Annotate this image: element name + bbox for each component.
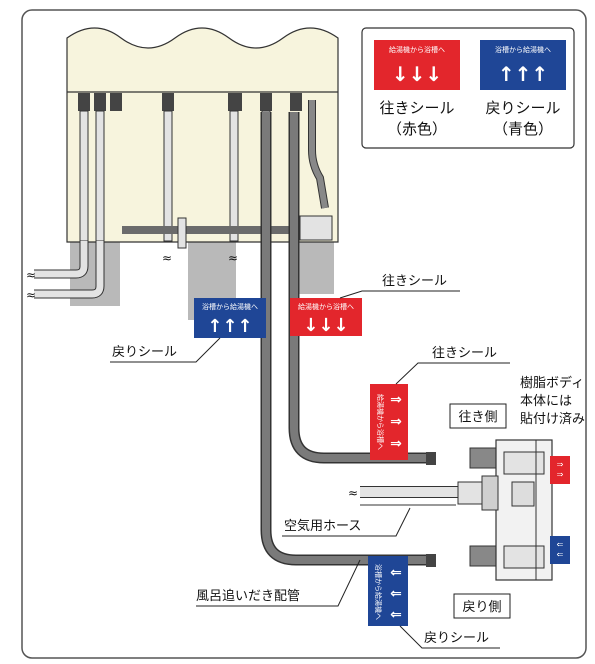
label-outgoing-seal-mid: 往きシール <box>432 346 497 361</box>
break-mark-4: ≈ <box>228 251 238 265</box>
legend-red-tag <box>374 40 460 90</box>
pipe-fitting-outgoing <box>426 452 436 465</box>
label-return-side: 戻り側 <box>462 600 501 615</box>
callout-lines <box>110 290 510 649</box>
return-side-box <box>453 593 511 619</box>
legend-return-title: 戻りシール <box>485 99 560 117</box>
outgoing-side-box <box>449 403 507 429</box>
legend-red-tag-text: 給湯機から浴槽へ <box>389 45 445 54</box>
svg-text:⇒: ⇒ <box>557 470 564 479</box>
legend-return-sub: （青色） <box>493 120 553 138</box>
legend-outgoing-title: 往きシール <box>379 99 454 117</box>
return-seal-bottom-arrow-3: ⇐ <box>390 607 402 623</box>
device-blue-seal <box>550 536 570 564</box>
outgoing-seal-mid-arrow-3: ⇒ <box>390 436 402 452</box>
pipe-fitting-return <box>426 554 436 567</box>
label-return-seal-bottom: 戻りシール <box>424 631 489 646</box>
label-return-seal-top: 戻りシール <box>112 345 177 360</box>
return-seal-bottom-text: 浴槽から給湯機へ <box>374 564 383 620</box>
break-mark-3: ≈ <box>162 251 172 265</box>
label-bath-pipe: 風呂追いだき配管 <box>196 588 300 604</box>
label-outgoing-seal-top: 往きシール <box>382 274 447 289</box>
legend-blue-tag <box>480 40 566 90</box>
return-seal-bottom <box>368 556 408 626</box>
legend-outgoing-sub: （赤色） <box>387 120 447 138</box>
label-air-hose: 空気用ホース <box>284 518 361 534</box>
legend-red-arrows: ↓↓↓ <box>392 62 442 86</box>
label-outgoing-side: 往き側 <box>458 410 497 425</box>
label-resin-body-3: 貼付け済み <box>520 411 585 427</box>
outgoing-seal-top-arrows: ↓↓↓ <box>303 315 348 336</box>
outgoing-seal-mid <box>370 384 408 460</box>
device-blue-arrows: ⇐ <box>557 540 564 549</box>
return-seal-top-arrows: ↑↑↑ <box>207 316 252 337</box>
break-mark-2: ≈ <box>26 288 36 302</box>
break-mark-1: ≈ <box>26 268 36 282</box>
device-red-seal <box>550 456 570 484</box>
label-resin-body-2: 本体には <box>520 394 572 409</box>
outgoing-seal-mid-arrow-2: ⇒ <box>390 414 402 430</box>
pipe-shadow-right <box>296 240 334 294</box>
label-resin-body-1: 樹脂ボディ <box>520 375 584 391</box>
small-fitting <box>177 217 187 249</box>
return-seal-bottom-arrow-2: ⇐ <box>390 586 402 602</box>
connector-box <box>299 215 333 241</box>
outgoing-seal-mid-text: 給湯機から浴槽へ <box>376 394 385 450</box>
return-seal-bottom-arrow-1: ⇐ <box>390 565 402 581</box>
heater-valves <box>78 93 302 111</box>
horizontal-bar <box>122 226 308 234</box>
outgoing-seal-top <box>290 298 362 336</box>
outgoing-seal-mid-arrow-1: ⇒ <box>390 392 402 408</box>
return-seal-top <box>194 298 266 338</box>
resin-body <box>457 439 553 581</box>
legend-blue-tag-text: 浴槽から給湯機へ <box>495 45 551 54</box>
return-seal-top-text: 浴槽から給湯機へ <box>202 302 258 311</box>
device-red-arrows: ⇒ <box>557 460 564 469</box>
break-mark-5: ≈ <box>348 486 358 500</box>
legend-blue-arrows: ↑↑↑ <box>498 62 548 86</box>
svg-text:⇐: ⇐ <box>557 550 564 559</box>
outgoing-seal-top-text: 給湯機から浴槽へ <box>298 302 354 311</box>
